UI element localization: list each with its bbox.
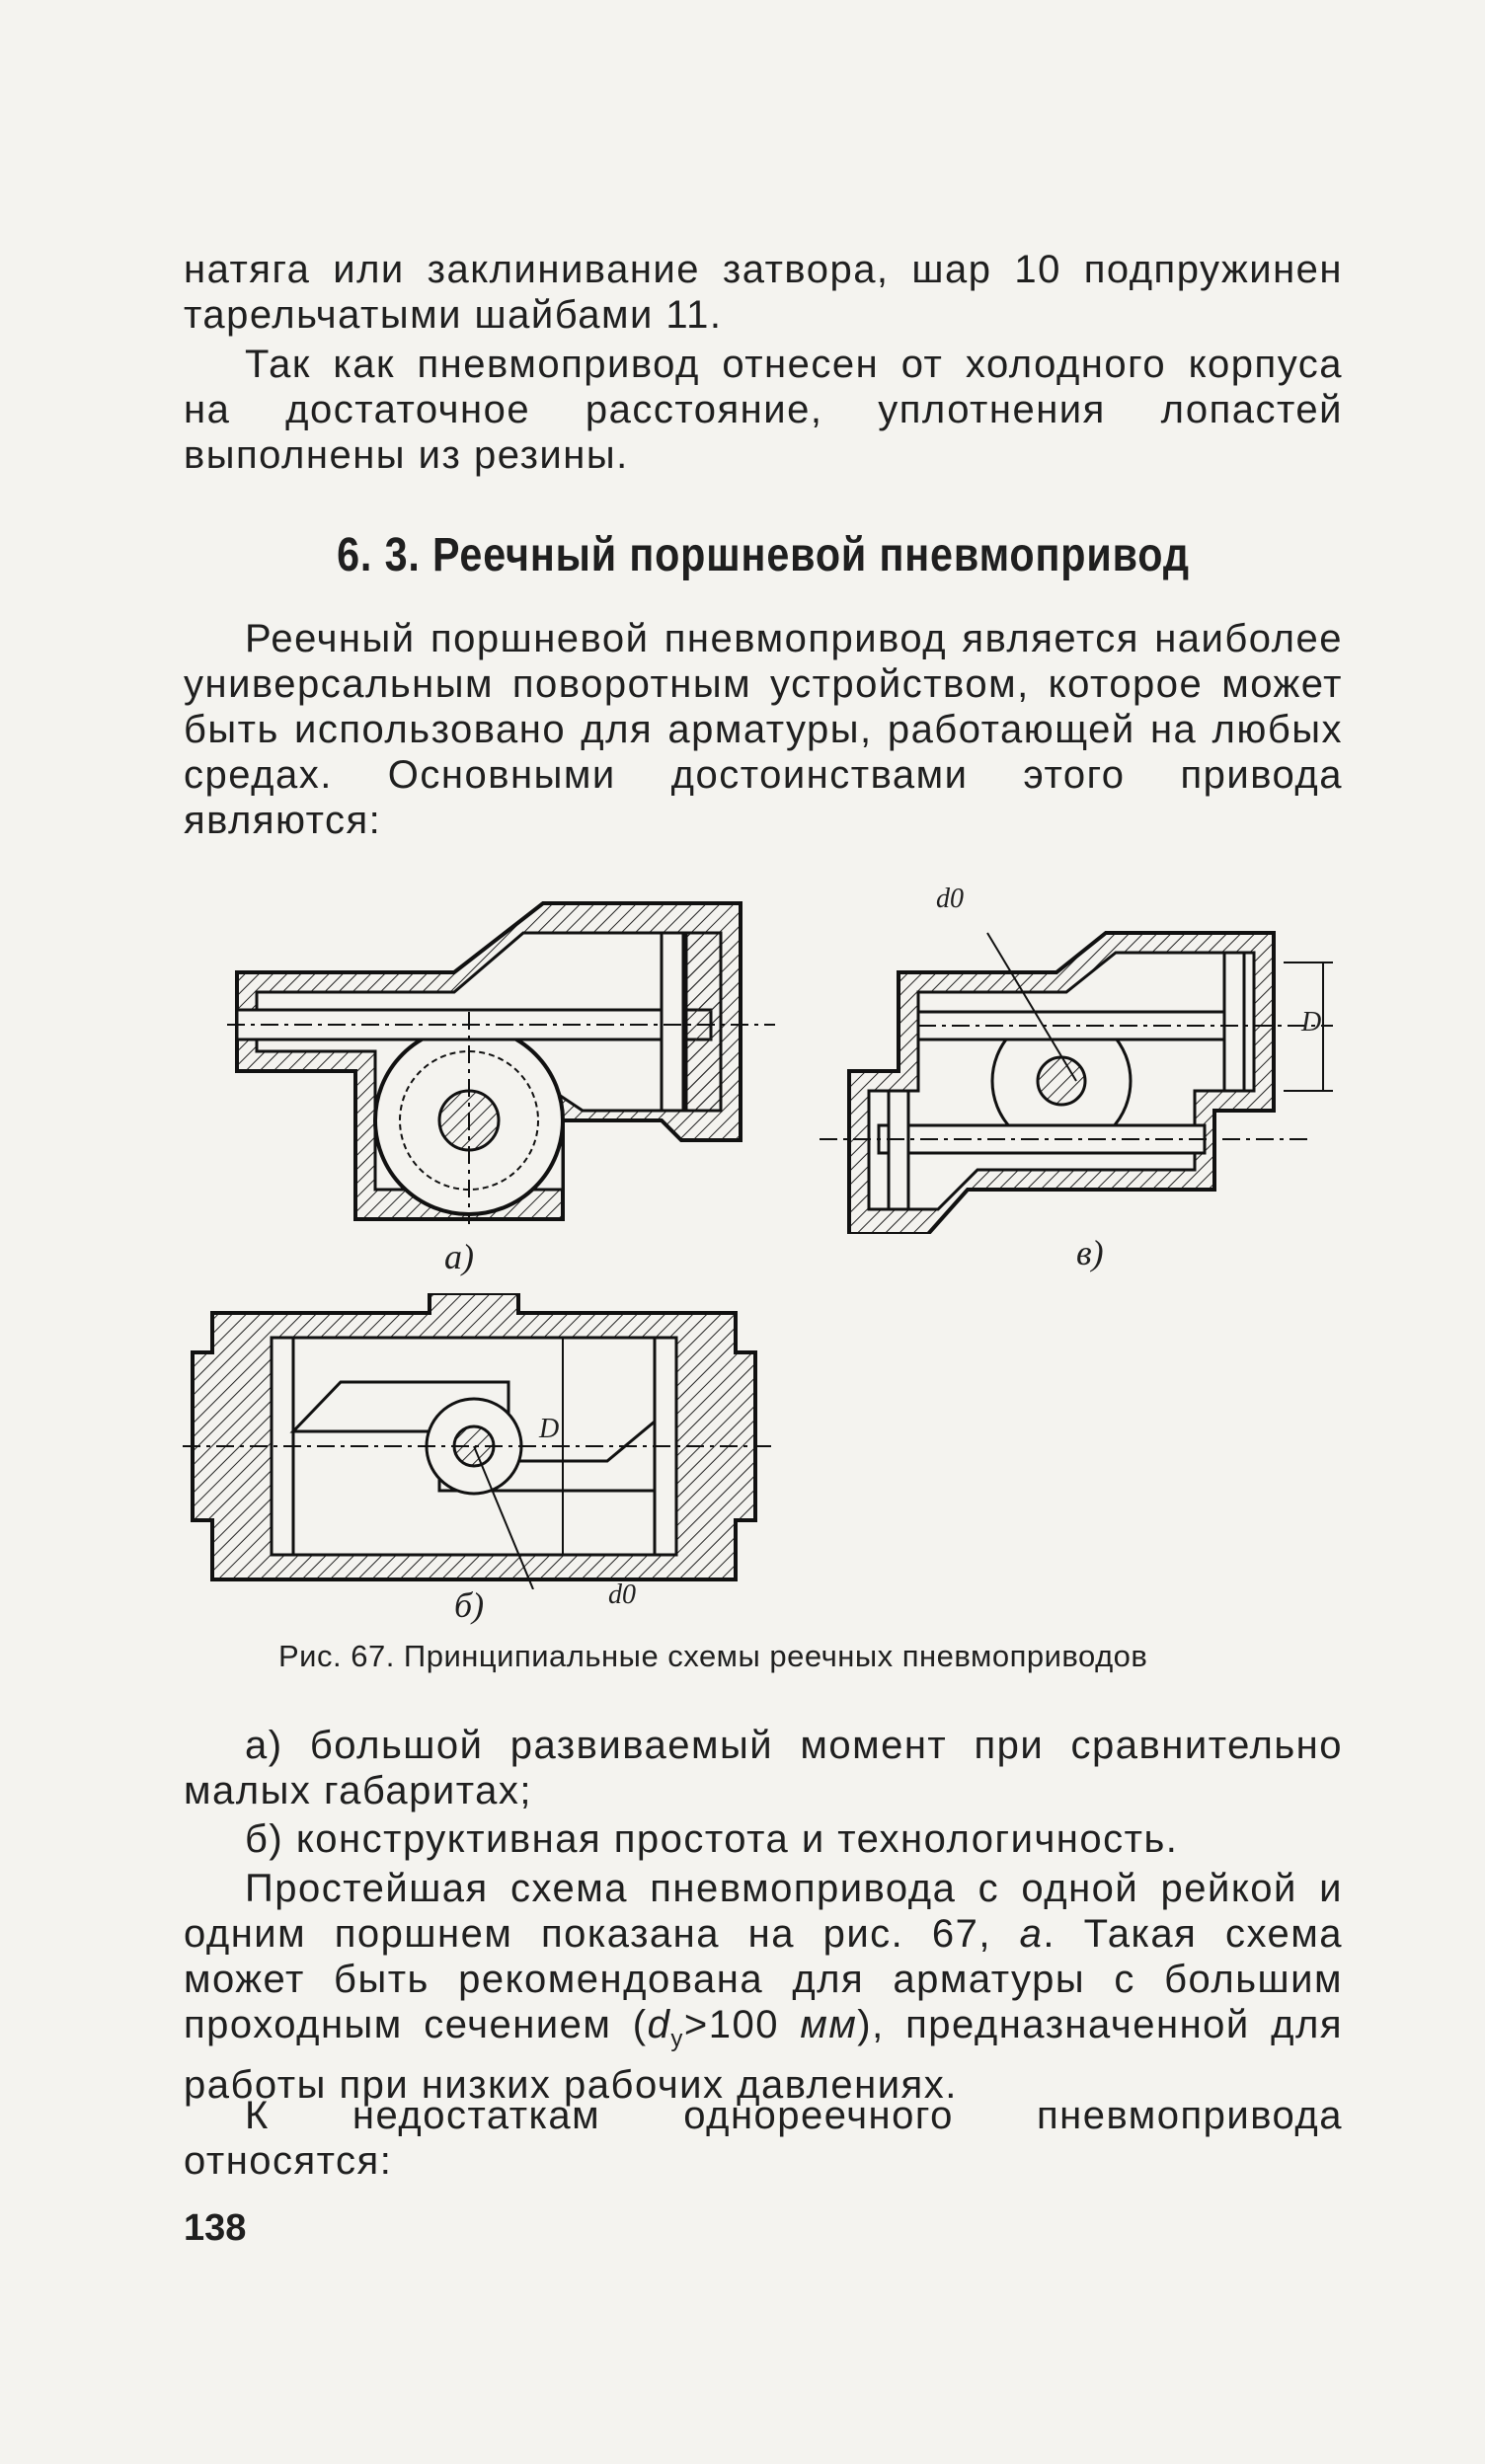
figure-a-label: а) <box>444 1237 474 1276</box>
intro-paragraph: Реечный поршневой пневмопривод является … <box>184 617 1343 842</box>
figure-b-label: б) <box>454 1585 485 1625</box>
paragraph-2: Так как пневмопривод отнесен от холодног… <box>184 343 1343 477</box>
section-heading: 6. 3. Реечный поршневой пневмопривод <box>337 529 1190 581</box>
paragraph-simple-scheme: Простейшая схема пневмопривода с одной р… <box>184 1866 1343 2108</box>
figure-b-d0-label: d0 <box>608 1579 636 1610</box>
simple-scheme-text-2: . Такая схема может быть рекомендована д… <box>184 1912 1343 2046</box>
list-item-b: б) конструктивная простота и технологичн… <box>245 1817 1179 1861</box>
figure-v-D-label: D <box>1301 1007 1322 1038</box>
figure-ref-a: а <box>1019 1912 1044 1956</box>
figure-b-drawing <box>183 1293 775 1589</box>
nominal-diameter-symbol: d <box>647 2003 671 2046</box>
figure-b-D-label: D <box>539 1414 560 1444</box>
figure-v-drawing <box>820 931 1333 1234</box>
figure-v-label: в) <box>1076 1233 1104 1272</box>
unit-mm: мм <box>800 2003 858 2046</box>
figure-a-drawing <box>227 901 775 1224</box>
paragraph-drawbacks: К недостаткам однореечного пневмопривода… <box>184 2094 1343 2183</box>
list-item-a: а) большой развиваемый момент при сравни… <box>184 1724 1343 1812</box>
simple-scheme-text-1: Простейшая схема пневмопривода с одной р… <box>184 1867 1343 1956</box>
simple-scheme-text-3: >100 <box>683 2003 801 2046</box>
nominal-diameter-subscript: у <box>670 2026 684 2052</box>
simple-scheme-text-4: ), предназначенной для работы при низких… <box>184 2003 1344 2107</box>
paragraph-1: натяга или заклинивание затвора, шар 10 … <box>184 248 1343 337</box>
page-number: 138 <box>184 2207 247 2249</box>
figure-v-d0-label: d0 <box>936 884 964 914</box>
figure-caption: Рис. 67. Принципиальные схемы реечных пн… <box>278 1639 1148 1673</box>
